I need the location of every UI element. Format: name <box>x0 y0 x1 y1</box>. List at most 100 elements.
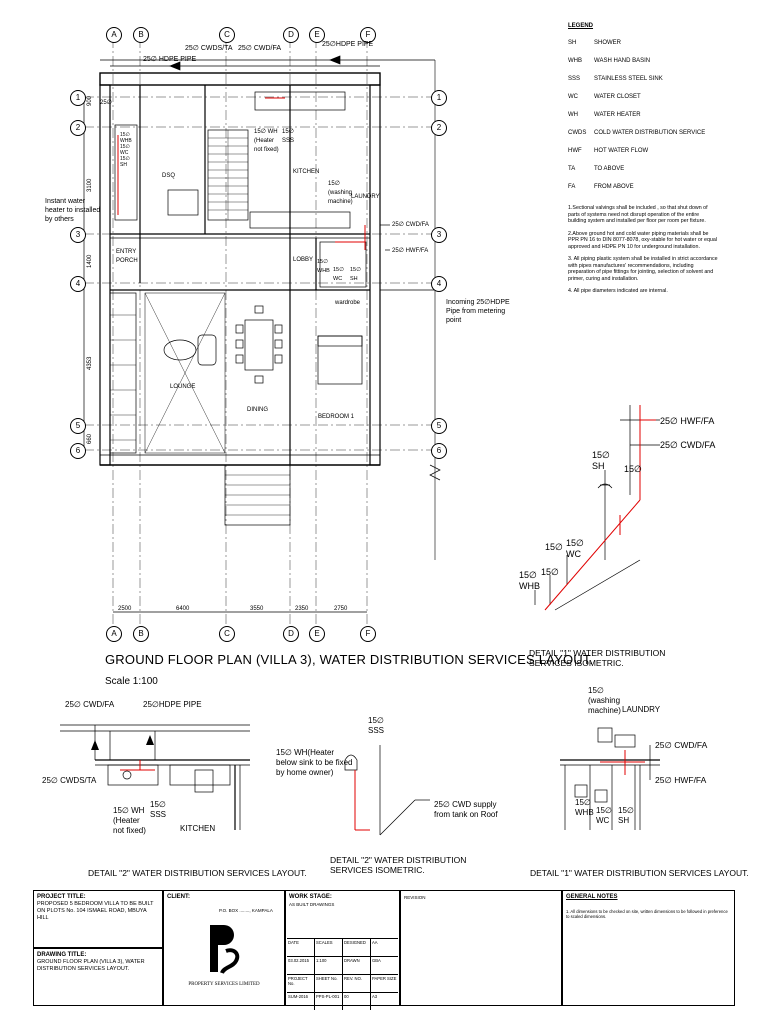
client-address: P.O. BOX ........, KAMPALA <box>219 908 273 913</box>
label-instant-water: Instant water heater to installed by oth… <box>45 198 101 223</box>
label-entry-porch: ENTRY PORCH <box>116 249 138 264</box>
label-sh-plan: 15∅ SH <box>350 267 361 282</box>
label-incoming: Incoming 25∅HDPE Pipe from metering poin… <box>446 299 510 324</box>
tb-cell: SUM-2016 <box>287 993 315 1010</box>
iso1-hwf: 25∅ HWF/FA <box>660 416 715 426</box>
grid-bubble-d-bottom: D <box>283 626 299 642</box>
tb-row: SUM-2016 PPS-PL-001 00 A3 <box>287 992 398 1010</box>
project-title-label: PROJECT TITLE: <box>37 894 86 900</box>
label-washing-machine: 15∅ (washing machine) <box>328 181 353 205</box>
project-title: PROPOSED 5 BEDROOM VILLA TO BE BUILT ON … <box>37 901 154 921</box>
legend-value: HOT WATER FLOW <box>594 148 649 154</box>
legend-value: WATER CLOSET <box>594 94 641 100</box>
tb-row: 03.02.2015 1:100 DRAWN GBA <box>287 956 398 974</box>
client-label: CLIENT: <box>167 894 190 900</box>
drawing-title: GROUND FLOOR PLAN (VILLA 3), WATER DISTR… <box>37 959 145 972</box>
notes: 1.Sectional valvings shall be included ,… <box>568 205 718 301</box>
grid-bubble-1-left: 1 <box>70 90 86 106</box>
legend-key: SSS <box>568 76 581 82</box>
main-title: GROUND FLOOR PLAN (VILLA 3), WATER DISTR… <box>105 652 594 667</box>
company-logo-text: PROPERTY SERVICES LIMITED <box>188 982 260 987</box>
tb-cell: 1:100 <box>315 957 343 974</box>
dim-bottom-5: 2750 <box>334 606 348 612</box>
scale-label: Scale 1:100 <box>105 676 158 687</box>
label-dining: DINING <box>247 407 268 413</box>
label-whb-plan: 15∅ WHB <box>317 259 330 274</box>
tb-row: DATE SCALES DESIGNED AA <box>287 938 398 956</box>
dim-bottom-3: 3550 <box>250 606 264 612</box>
tb-cell: DRAWN <box>343 957 371 974</box>
label-cwd-fa-top: 25∅ CWD/FA <box>238 45 282 52</box>
project-title-box: PROJECT TITLE: PROPOSED 5 BEDROOM VILLA … <box>33 890 163 948</box>
tb-cell: PPS-PL-001 <box>315 993 343 1010</box>
iso1-title: DETAIL "1" WATER DISTRIBUTION SERVICES I… <box>529 648 666 668</box>
label-sss: 15∅ SSS <box>282 129 295 144</box>
legend-value: WASH HAND BASIN <box>594 58 651 64</box>
drawing-title-box: DRAWING TITLE: GROUND FLOOR PLAN (VILLA … <box>33 948 163 1006</box>
tb-cell: PAPER SIZE <box>372 976 397 981</box>
tb-cell: SHEET No. <box>315 975 343 992</box>
legend-key: TA <box>568 166 576 172</box>
general-notes-label: GENERAL NOTES <box>566 894 618 900</box>
det2-sss: 15∅ SSS <box>150 800 167 819</box>
label-hwf-fa-right: 25∅ HWF/FA <box>392 248 429 254</box>
general-notes-box: GENERAL NOTES 1. All dimensions to be ch… <box>562 890 735 1006</box>
label-hdpe-top-right: 25∅HDPE PIPE <box>322 41 374 48</box>
det1-hwf: 25∅ HWF/FA <box>655 775 707 785</box>
tb-cell: 00 <box>343 993 371 1010</box>
company-logo <box>210 925 240 974</box>
grid-bubble-c-bottom: C <box>219 626 235 642</box>
legend-title: LEGEND <box>568 23 594 29</box>
tb-cell: PROJECT No. <box>287 975 315 992</box>
grid-bubble-6-left: 6 <box>70 443 86 459</box>
iso2-title: DETAIL "2" WATER DISTRIBUTION SERVICES I… <box>330 855 467 875</box>
client-box: CLIENT: P.O. BOX ........, KAMPALA PROPE… <box>163 890 285 1006</box>
grid-bubble-b-bottom: B <box>133 626 149 642</box>
grid-bubble-2-left: 2 <box>70 120 86 136</box>
label-lobby: LOBBY <box>293 257 314 263</box>
dim-bottom-1: 2500 <box>118 606 132 612</box>
label-hdpe-top-left: 25∅ HDPE PIPE <box>143 56 197 63</box>
det1-wm: 15∅ (washing machine) <box>588 686 621 715</box>
tb-cell: SCALES <box>315 939 343 956</box>
grid-bubble-e-top: E <box>309 27 325 43</box>
label-wardrobe: wardrobe <box>335 300 361 306</box>
legend-value: TO ABOVE <box>594 166 625 172</box>
label-pipe-25: 25∅ <box>100 100 112 106</box>
tb-cell: DESIGNED <box>343 939 371 956</box>
grid-bubble-a-bottom: A <box>106 626 122 642</box>
grid-bubble-2-right: 2 <box>431 120 447 136</box>
legend-row: TA TO ABOVE <box>568 160 728 178</box>
tb-cell: GBA <box>372 958 381 963</box>
grid-bubble-3-left: 3 <box>70 227 86 243</box>
iso1-wc: 15∅ WC <box>566 538 584 559</box>
note-4: 4. All pipe diameters indicated are inte… <box>568 288 668 294</box>
grid-bubble-3-right: 3 <box>431 227 447 243</box>
legend-key: SH <box>568 40 577 46</box>
grid-bubble-b-top: B <box>133 27 149 43</box>
grid-bubble-5-left: 5 <box>70 418 86 434</box>
det1-whb: 15∅ WHB <box>575 798 594 817</box>
tb-cell: 03.02.2015 <box>287 957 315 974</box>
legend-value: STAINLESS STEEL SINK <box>594 76 663 82</box>
tb-cell: A3 <box>372 994 378 999</box>
det1-wc: 15∅ WC <box>596 806 612 825</box>
general-note-1: 1. All dimensions to be checked on site,… <box>566 909 728 919</box>
label-dsq-fixtures: 15∅ WHB 15∅ WC 15∅ SH <box>120 132 132 168</box>
titleblock-cells: DATE SCALES DESIGNED AA 03.02.2015 1:100… <box>287 938 398 1010</box>
iso1-p15: 15∅ <box>624 464 642 474</box>
det1-laundry: LAUNDRY <box>622 705 661 714</box>
det2-title: DETAIL "2" WATER DISTRIBUTION SERVICES L… <box>88 868 307 878</box>
iso1-p15b: 15∅ <box>545 542 563 552</box>
